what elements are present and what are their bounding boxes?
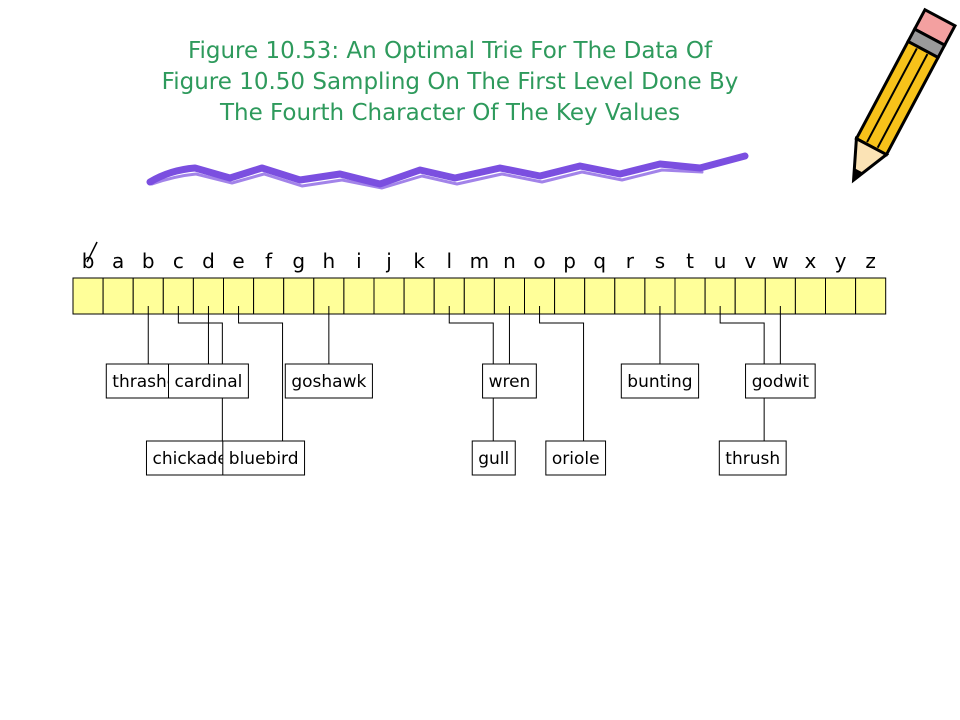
leaf-node-label-cardinal: cardinal [175,372,243,392]
trie-cell [584,277,616,315]
letter-label-p: p [563,249,576,273]
trie-cell [855,277,887,315]
letter-label-q: q [593,249,606,273]
trie-cell [463,277,495,315]
letter-label-c: c [173,249,184,273]
leaf-node-label-gull: gull [478,449,509,469]
letter-label-x: x [805,249,817,273]
pencil-icon [851,7,957,184]
trie-cell [102,277,134,315]
title-line-1: Figure 10.53: An Optimal Trie For The Da… [187,38,713,64]
brush-stroke-decoration [146,152,749,190]
trie-cell [343,277,375,315]
trie-cell [554,277,586,315]
letter-label-o: o [533,249,545,273]
trie-cell [253,277,285,315]
letter-label-v: v [744,249,756,273]
letter-label-s: s [655,249,665,273]
leaf-node-label-thrush: thrush [725,449,780,469]
letter-label-z: z [865,249,876,273]
blank-slash-mark [86,241,98,263]
leaf-node-box [620,363,700,399]
connector-line [238,306,284,441]
letter-label-k: k [413,249,425,273]
leaf-nodes: thrasher chickadee cardinal bluebird goshawk… [105,363,816,476]
leaf-node-box [168,363,249,399]
letter-label-h: h [323,249,336,273]
trie-cell [734,277,766,315]
letter-labels-row: babcdefghijklmnopqrstuvwxyz [82,241,876,273]
letter-label-u: u [714,249,727,273]
leaf-node-label-bluebird: bluebird [229,449,299,469]
leaf-node-label-goshawk: goshawk [291,372,366,392]
letter-label-j: j [385,249,392,273]
letter-label-y: y [835,249,847,273]
leaf-node-box [718,440,787,476]
leaf-node-label-thrasher: thrasher [112,372,184,392]
trie-cell [72,277,104,315]
letter-label-e: e [232,249,244,273]
letter-label-t: t [686,249,694,273]
trie-cell [794,277,827,315]
figure-title: Figure 10.53: An Optimal Trie For The Da… [60,36,840,129]
title-line-2: Figure 10.50 Sampling On The First Level… [161,69,739,95]
letter-label-r: r [626,249,635,273]
connector-line [539,306,585,441]
trie-diagram: babcdefghijklmnopqrstuvwxyz thrasherchic… [72,241,887,476]
letter-label-g: g [292,249,305,273]
trie-cell [614,277,646,315]
leaf-node-label-chickadee: chickadee [152,449,238,469]
letter-label-n: n [503,249,516,273]
letter-label-l: l [446,249,452,273]
letter-label-f: f [265,249,273,273]
leaf-node-label-oriole: oriole [552,449,600,469]
leaf-node-box [284,363,373,399]
trie-cell [825,277,857,315]
trie-cell [373,277,405,315]
trie-cell [403,277,435,315]
leaf-node-box [222,440,306,476]
leaf-node-box [745,363,816,399]
letter-label-a: a [112,249,124,273]
leaf-node-box [545,440,607,476]
leaf-node-label-bunting: bunting [627,372,692,392]
trie-cell [674,277,706,315]
letter-label-m: m [470,249,489,273]
letter-label-d: d [202,249,215,273]
leaf-node-label-godwit: godwit [752,372,810,392]
leaf-node-box [482,363,537,399]
title-line-3: The Fourth Character Of The Key Values [219,100,681,126]
trie-root-array [72,277,887,315]
leaf-node-label-wren: wren [489,372,531,392]
letter-label-b: b [142,249,155,273]
letter-label-w: w [772,249,788,273]
letter-label-i: i [356,249,362,273]
leaf-node-box [471,440,516,476]
trie-cell [283,277,315,315]
